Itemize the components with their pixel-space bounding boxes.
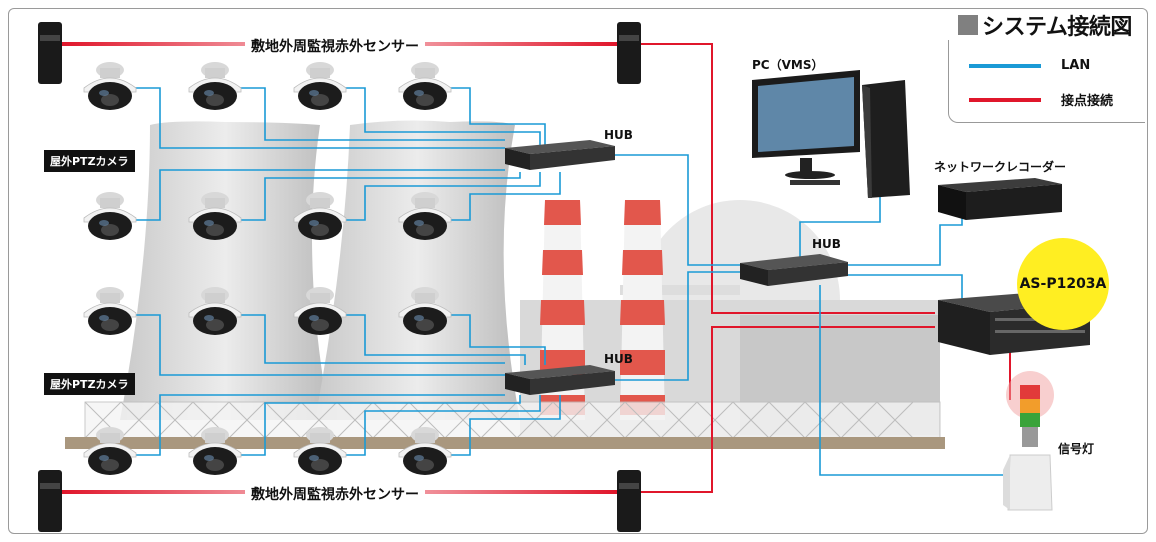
infrared-sensor-icon [617,470,641,532]
camera-group-label-upper: 屋外PTZカメラ [44,150,135,172]
ptz-camera-icon [83,192,137,240]
pc-label: PC（VMS） [752,58,824,72]
hub-label-lower: HUB [604,352,633,366]
title-square-icon [958,15,978,35]
ptz-camera-icon [398,62,452,110]
legend: LAN 接点接続 [948,40,1145,123]
ptz-camera-icon [398,427,452,475]
cooling-tower-icon [315,120,520,420]
legend-row-lan: LAN [969,58,1090,73]
camera-array [83,62,452,475]
ptz-camera-icon [188,427,242,475]
signal-light-label: 信号灯 [1058,442,1095,456]
sensor-label-bottom: 敷地外周監視赤外センサー [245,484,425,504]
ptz-camera-icon [188,192,242,240]
ptz-camera-icon [83,62,137,110]
chimney-icon [540,200,585,420]
ptz-camera-icon [188,287,242,335]
ptz-camera-icon [293,62,347,110]
camera-group-label-lower: 屋外PTZカメラ [44,373,135,395]
ptz-camera-icon [83,427,137,475]
hub-icon [740,254,848,286]
legend-row-contact: 接点接続 [969,90,1113,109]
device-label: AS-P1203A [1019,276,1107,292]
lan-wiring [135,87,1005,476]
ptz-camera-icon [293,287,347,335]
infrared-sensor-icon [617,22,641,84]
device-badge: AS-P1203A [1017,238,1109,330]
hub-icon [505,365,615,395]
legend-contact-label: 接点接続 [1061,94,1114,109]
plant-background [65,120,945,449]
diagram-title: システム接続図 [958,10,1144,40]
ptz-camera-icon [398,287,452,335]
infrared-sensor-icon [38,22,62,84]
ptz-camera-icon [398,192,452,240]
title-text: システム接続図 [982,15,1132,40]
ptz-camera-icon [293,427,347,475]
hub-icon [505,140,615,170]
legend-lan-label: LAN [1061,58,1091,73]
contact-line-swatch [969,97,1041,102]
ptz-camera-icon [293,192,347,240]
pc-tower-icon [862,80,910,198]
hub-label-central: HUB [812,237,841,251]
chimney-icon [620,200,665,420]
recorder-label: ネットワークレコーダー [934,160,1067,174]
hub-label-upper: HUB [604,128,633,142]
sensor-label-top: 敷地外周監視赤外センサー [245,36,425,56]
recorder-icon [938,178,1062,220]
cooling-tower-icon [120,121,330,420]
lan-line-swatch [969,63,1041,68]
ptz-camera-icon [83,287,137,335]
ground [65,437,945,449]
diagram-frame [8,8,1148,534]
signal-tower-icon [1003,371,1054,511]
monitor-icon [752,70,860,185]
infrared-sensor-icon [38,470,62,532]
ptz-camera-icon [188,62,242,110]
